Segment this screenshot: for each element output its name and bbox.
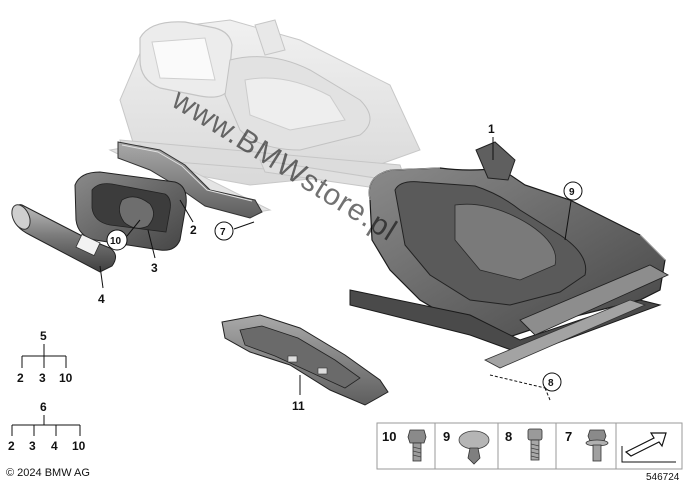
strip-label-9: 9 <box>443 429 450 444</box>
part-4-cylinder-cover <box>11 204 116 273</box>
diagram-number: 546724 <box>646 472 680 483</box>
strip-label-8: 8 <box>505 429 512 444</box>
tree-6-child-0: 2 <box>8 439 15 453</box>
callout-label-11: 11 <box>292 399 305 413</box>
callout-circle-8 <box>542 372 562 392</box>
tree-6-child-2: 4 <box>51 439 58 453</box>
callout-label-3: 3 <box>151 261 158 275</box>
tree-6-root: 6 <box>40 400 47 414</box>
part-1-seat-frame <box>349 141 670 369</box>
expanding-rivet-icon <box>458 430 490 465</box>
callout-label-9: 9 <box>569 187 575 198</box>
callout-circle-7 <box>214 221 234 241</box>
strip-cell-10 <box>376 422 436 470</box>
assembly-tree-5: 5 2 3 10 <box>17 329 73 385</box>
callout-circle-10 <box>106 229 128 251</box>
strip-label-10: 10 <box>382 429 396 444</box>
direction-arrow-icon <box>621 432 676 463</box>
tree-5-child-2: 10 <box>59 371 73 385</box>
assembly-tree-6: 6 2 3 4 10 <box>8 400 86 453</box>
callout-circle-9 <box>563 181 583 201</box>
flange-bolt-icon <box>585 429 609 462</box>
part-11-base-bracket <box>221 314 389 406</box>
part-3-cover-shell <box>74 171 187 251</box>
tree-5-child-1: 3 <box>39 371 46 385</box>
tree-5-root: 5 <box>40 329 47 343</box>
socket-head-screw-icon <box>527 428 543 461</box>
tree-6-child-1: 3 <box>29 439 36 453</box>
callout-label-2: 2 <box>190 223 197 237</box>
callout-label-1: 1 <box>488 122 495 136</box>
hex-bolt-icon <box>407 429 427 462</box>
callout-label-10: 10 <box>110 236 122 247</box>
callout-label-4: 4 <box>98 292 105 306</box>
callout-label-8: 8 <box>548 378 554 389</box>
copyright-text: © 2024 BMW AG <box>6 467 90 479</box>
strip-cell-7 <box>555 422 617 470</box>
fastener-strip: 10 9 8 7 <box>376 422 683 470</box>
callout-label-7: 7 <box>220 227 226 238</box>
part-2-trim-bracket <box>117 141 263 219</box>
tree-5-child-0: 2 <box>17 371 24 385</box>
strip-label-7: 7 <box>565 429 572 444</box>
strip-cell-8 <box>497 422 557 470</box>
tree-6-child-3: 10 <box>72 439 86 453</box>
